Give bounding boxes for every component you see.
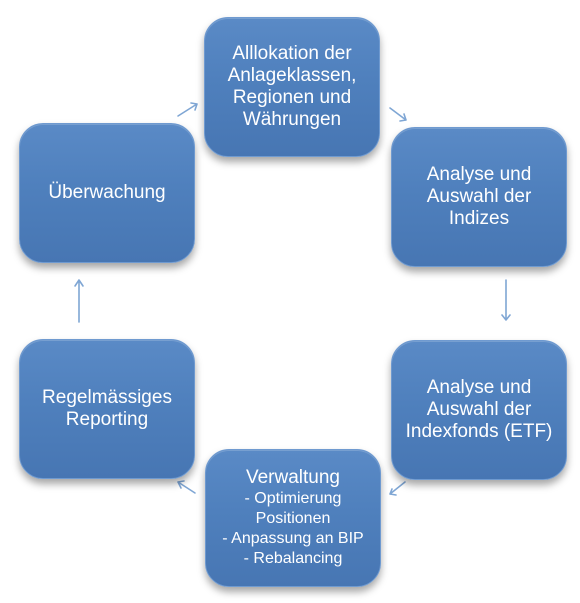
arrow-ueberwachung-to-allokation — [177, 102, 198, 117]
node-etf-line-1: Analyse und — [426, 377, 532, 398]
node-allokation: Alllokation der Anlageklassen, Regionen … — [204, 17, 380, 157]
node-verwaltung-title: Verwaltung — [245, 467, 340, 488]
arrow-verwaltung-to-reporting — [177, 480, 196, 494]
node-etf-line-2: Auswahl der — [426, 399, 532, 420]
node-allokation-line-4: Währungen — [242, 109, 342, 130]
node-reporting: Regelmässiges Reporting — [19, 339, 195, 479]
node-verwaltung-line-4: - Anpassung an BIP — [222, 530, 364, 547]
node-indizes-line-2: Auswahl der — [426, 186, 532, 207]
node-verwaltung-line-2: - Optimierung — [244, 490, 342, 507]
node-allokation-line-3: Regionen und — [232, 87, 352, 108]
node-ueberwachung: Überwachung — [19, 123, 195, 263]
node-reporting-line-2: Reporting — [65, 409, 149, 430]
node-indizes-line-3: Indizes — [448, 208, 510, 229]
node-indizes: Analyse und Auswahl der Indizes — [391, 127, 567, 267]
arrow-indizes-to-etf — [501, 279, 511, 321]
node-ueberwachung-line-1: Überwachung — [48, 182, 166, 203]
node-verwaltung-line-5: - Rebalancing — [243, 550, 343, 567]
node-allokation-line-1: Alllokation der — [232, 43, 352, 64]
node-reporting-line-1: Regelmässiges — [42, 387, 172, 408]
node-etf-line-3: Indexfonds (ETF) — [405, 421, 553, 442]
arrow-reporting-to-ueberwachung — [74, 279, 84, 323]
node-indizes-line-1: Analyse und — [426, 164, 532, 185]
arrow-allokation-to-indizes — [389, 107, 407, 122]
node-verwaltung-line-3: Positionen — [255, 510, 331, 527]
node-etf: Analyse und Auswahl der Indexfonds (ETF) — [391, 340, 567, 480]
node-allokation-line-2: Anlageklassen, — [227, 65, 357, 86]
arrow-etf-to-verwaltung — [389, 481, 406, 496]
node-verwaltung: Verwaltung - Optimierung Positionen - An… — [205, 449, 381, 587]
